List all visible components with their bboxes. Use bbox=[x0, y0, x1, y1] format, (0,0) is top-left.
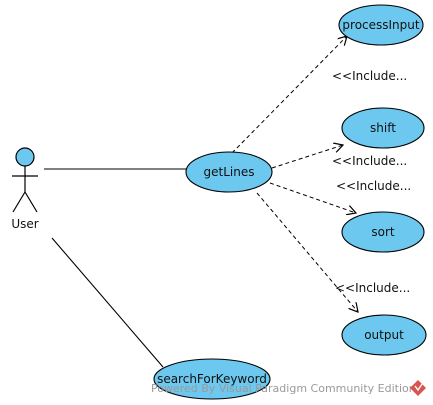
use-case-label: shift bbox=[370, 121, 396, 135]
actor-right-leg bbox=[24, 191, 38, 213]
actor-label: User bbox=[11, 217, 38, 231]
visual-paradigm-logo-icon bbox=[410, 380, 426, 396]
use-case-label: searchForKeyword bbox=[157, 372, 267, 386]
watermark-text: Powered By Visual Paradigm Community Edi… bbox=[151, 382, 416, 395]
include-label-shift: <<Include... bbox=[332, 154, 407, 168]
use-case-sort[interactable]: sort bbox=[341, 211, 425, 253]
include-edge-shift bbox=[271, 145, 343, 169]
include-edge-processinput bbox=[231, 36, 347, 154]
use-case-shift[interactable]: shift bbox=[341, 107, 425, 149]
include-label-output: <<Include... bbox=[335, 281, 410, 295]
use-case-label: output bbox=[364, 328, 404, 342]
actor-left-leg bbox=[12, 191, 26, 213]
association-user-searchforkeyword bbox=[51, 237, 164, 368]
include-label-processinput: <<Include... bbox=[332, 69, 407, 83]
use-case-label: processInput bbox=[342, 18, 419, 32]
actor-user[interactable]: User bbox=[11, 147, 39, 231]
use-case-getlines[interactable]: getLines bbox=[185, 151, 273, 193]
use-case-label: getLines bbox=[204, 165, 255, 179]
use-case-output[interactable]: output bbox=[341, 314, 427, 356]
use-case-processinput[interactable]: processInput bbox=[338, 4, 424, 46]
include-label-sort: <<Include... bbox=[336, 179, 411, 193]
include-edge-sort bbox=[269, 182, 356, 213]
include-edge-output bbox=[256, 192, 358, 312]
use-case-label: sort bbox=[371, 225, 395, 239]
use-case-searchforkeyword[interactable]: searchForKeyword bbox=[153, 358, 271, 400]
actor-head bbox=[15, 147, 35, 167]
